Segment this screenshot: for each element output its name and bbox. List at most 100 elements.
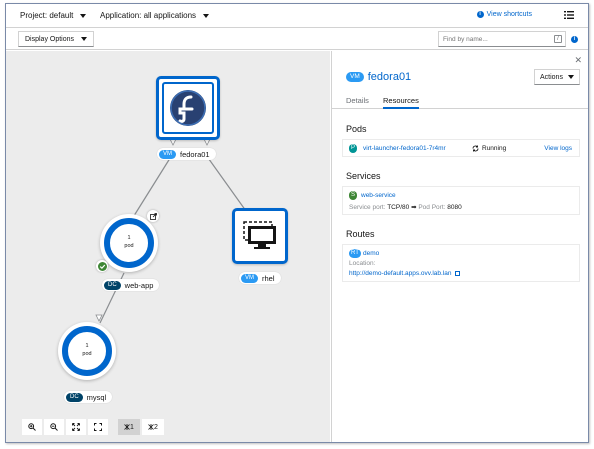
pod-badge: P xyxy=(349,144,358,153)
pods-heading: Pods xyxy=(346,124,367,134)
pod-name-link[interactable]: virt-launcher-fedora01-7r4mr xyxy=(363,145,446,152)
pod-port-value: 8080 xyxy=(447,204,462,211)
edge-fedora-webapp xyxy=(131,154,173,220)
view-shortcuts-link[interactable]: i View shortcuts xyxy=(476,11,532,18)
vm-badge: VM xyxy=(346,72,364,82)
service-port-value: TCP/80 xyxy=(387,204,410,211)
pod-count: 1 xyxy=(127,235,131,242)
service-badge: S xyxy=(349,191,358,200)
info-icon[interactable]: i xyxy=(571,36,578,43)
list-view-icon[interactable] xyxy=(564,10,574,20)
zoom-separator xyxy=(110,419,116,435)
edge-fedora-rhel xyxy=(205,154,247,212)
node-name: fedora01 xyxy=(180,149,210,159)
tab-details[interactable]: Details xyxy=(346,96,369,105)
pod-count: 1 xyxy=(85,343,89,350)
layout-1-label: 1 xyxy=(130,423,134,431)
mysql-node-label[interactable]: DC mysql xyxy=(64,391,113,403)
resource-side-panel: ✕ VM fedora01 Actions Details Resources … xyxy=(331,51,588,442)
service-ports: Service port: TCP/80 ➡ Pod Port: 8080 xyxy=(349,203,462,211)
node-name: web-app xyxy=(124,280,154,290)
actions-dropdown[interactable]: Actions xyxy=(534,69,580,85)
rhel-node-label[interactable]: VM rhel xyxy=(239,272,281,284)
topology-toolbar: Display Options / i xyxy=(6,28,588,50)
service-port-label: Service port: xyxy=(349,204,386,211)
chevron-down-icon xyxy=(81,37,88,41)
view-shortcuts-label: View shortcuts xyxy=(486,11,532,18)
check-circle-icon xyxy=(97,261,107,271)
layout-2-label: 2 xyxy=(154,423,158,431)
route-location-label: Location: xyxy=(349,260,376,267)
layout-2-button[interactable]: 2 xyxy=(142,419,164,435)
services-heading: Services xyxy=(346,171,381,181)
vm-badge: VM xyxy=(159,149,176,159)
node-name: mysql xyxy=(86,392,107,402)
sync-icon xyxy=(472,145,479,152)
route-row: RT demo Location: http://demo-default.ap… xyxy=(342,244,580,282)
web-app-pod-node[interactable]: 1 pod xyxy=(100,214,158,272)
close-icon[interactable]: ✕ xyxy=(574,55,582,65)
actions-label: Actions xyxy=(540,73,563,81)
edge-arrow-icon xyxy=(95,314,103,322)
service-name-link[interactable]: web-service xyxy=(361,192,396,199)
topology-canvas[interactable]: VM fedora01 VM rhel 1 pod xyxy=(6,51,330,442)
topology-layout-icon xyxy=(124,424,130,430)
dc-badge: DC xyxy=(104,280,121,290)
zoom-in-icon xyxy=(28,423,36,431)
external-link-icon xyxy=(455,270,461,276)
zoom-out-button[interactable] xyxy=(44,419,64,435)
chevron-down-icon xyxy=(568,75,574,79)
edit-source-decorator[interactable] xyxy=(147,210,159,222)
vm-badge: VM xyxy=(241,273,258,283)
app-window: Project: default Application: all applic… xyxy=(5,3,589,443)
dc-badge: DC xyxy=(66,392,83,402)
node-name: rhel xyxy=(262,273,275,283)
fedora-frame xyxy=(162,82,214,134)
arrow-right-icon: ➡ xyxy=(411,204,417,211)
rhel-vm-node[interactable] xyxy=(232,208,288,264)
fit-to-screen-button[interactable] xyxy=(66,419,86,435)
pod-status: Running xyxy=(482,145,507,152)
expand-icon xyxy=(94,423,102,431)
reset-view-button[interactable] xyxy=(88,419,108,435)
topology-layout-icon xyxy=(148,424,154,430)
chevron-down-icon xyxy=(203,13,210,18)
pod-unit: pod xyxy=(124,243,134,249)
route-url-link[interactable]: http://demo-default.apps.ovv.lab.lan xyxy=(349,270,452,277)
slash-shortcut-icon: / xyxy=(554,35,562,43)
project-label: Project: default xyxy=(20,11,74,20)
application-dropdown[interactable]: Application: all applications xyxy=(100,11,210,20)
mysql-pod-node[interactable]: 1 pod xyxy=(58,322,116,380)
route-badge: RT xyxy=(349,249,361,258)
project-dropdown[interactable]: Project: default xyxy=(20,11,87,20)
route-url: http://demo-default.apps.ovv.lab.lan xyxy=(349,270,461,277)
view-logs-link[interactable]: View logs xyxy=(544,145,572,152)
pod-port-label: Pod Port: xyxy=(418,204,446,211)
external-link-icon xyxy=(149,212,157,220)
find-by-name-input[interactable] xyxy=(438,31,566,47)
fedora01-vm-node[interactable] xyxy=(156,76,220,140)
application-label: Application: all applications xyxy=(100,11,197,20)
zoom-out-icon xyxy=(50,423,58,431)
panel-tabs: Details Resources xyxy=(332,93,588,109)
fedora-logo-icon xyxy=(170,90,206,126)
panel-title: VM fedora01 xyxy=(346,71,411,83)
chevron-down-icon xyxy=(80,13,87,18)
virtual-machine-icon xyxy=(243,221,276,249)
panel-title-name[interactable]: fedora01 xyxy=(367,71,412,83)
zoom-in-button[interactable] xyxy=(22,419,42,435)
tab-resources[interactable]: Resources xyxy=(383,96,419,109)
fedora01-node-label[interactable]: VM fedora01 xyxy=(157,148,216,160)
service-row: S web-service Service port: TCP/80 ➡ Pod… xyxy=(342,186,580,215)
display-options-dropdown[interactable]: Display Options xyxy=(18,31,95,47)
route-name-link[interactable]: demo xyxy=(363,250,380,257)
layout-1-button[interactable]: 1 xyxy=(118,419,140,435)
routes-heading: Routes xyxy=(346,229,375,239)
web-app-node-label[interactable]: DC web-app xyxy=(102,279,160,291)
pod-row: P virt-launcher-fedora01-7r4mr Running V… xyxy=(342,139,580,157)
pod-unit: pod xyxy=(82,351,92,357)
pod-ring: 1 pod xyxy=(104,218,154,268)
expand-arrows-icon xyxy=(72,423,80,431)
pod-ring: 1 pod xyxy=(62,326,112,376)
build-status-decorator[interactable] xyxy=(96,260,108,272)
